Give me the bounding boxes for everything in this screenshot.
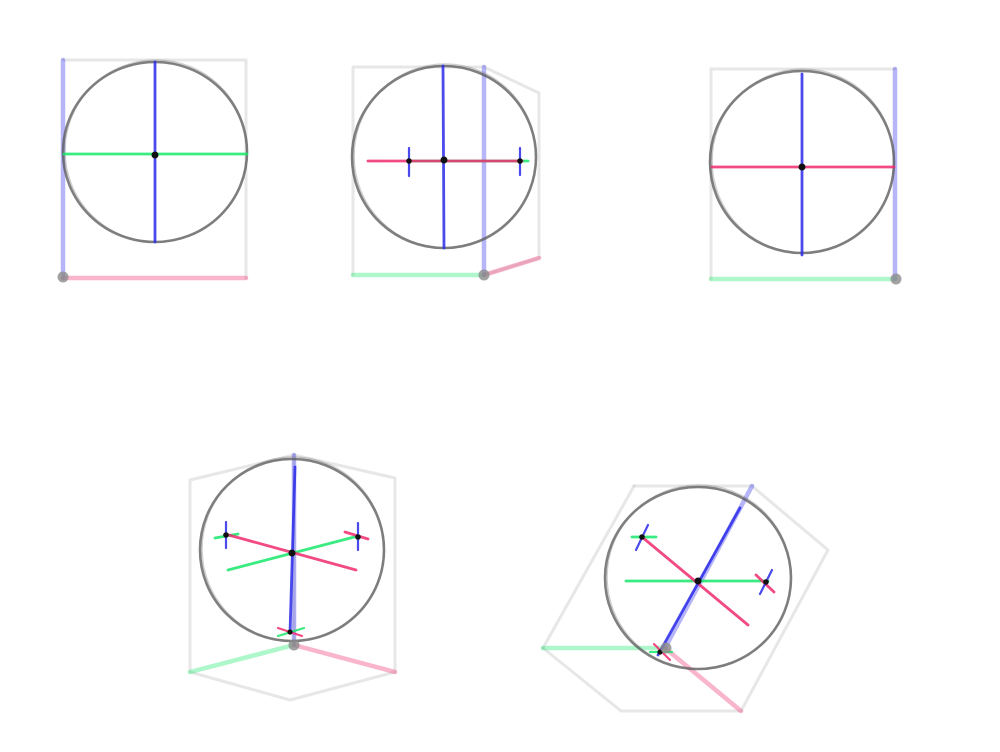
origin-point (890, 273, 902, 285)
view-tilted (540, 483, 830, 714)
x-axis-pale (662, 645, 744, 714)
bounding-box (709, 67, 897, 281)
x-axis-pale (481, 255, 542, 278)
view-front (57, 57, 249, 283)
bounding-box (351, 65, 541, 277)
tick-right-point (355, 534, 361, 540)
bottom-point (287, 629, 293, 635)
center-point (288, 549, 296, 557)
view-side-opposite (708, 66, 902, 285)
bounding-box (188, 453, 397, 702)
tick-left-point (406, 158, 412, 164)
y-axis-pale (187, 642, 297, 675)
tick-left-point (639, 534, 645, 540)
sphere-outline (603, 485, 793, 671)
center-point (151, 151, 159, 159)
tick-left-point (223, 532, 229, 538)
origin-point (57, 271, 69, 283)
tick-right-point (763, 579, 769, 585)
origin-point (660, 642, 672, 654)
center-point (694, 577, 702, 585)
center-point (440, 156, 448, 164)
origin-point (478, 269, 490, 281)
view-three-quarter (187, 452, 398, 702)
box-edge-inner (541, 484, 636, 650)
center-point (798, 163, 806, 171)
origin-point (288, 639, 300, 651)
tick-right-point (517, 158, 523, 164)
sphere-outline-sketch (606, 484, 792, 670)
bounding-box (541, 484, 830, 713)
view-side (350, 63, 542, 281)
bounding-box (61, 58, 248, 280)
x-axis-pale (291, 642, 398, 675)
